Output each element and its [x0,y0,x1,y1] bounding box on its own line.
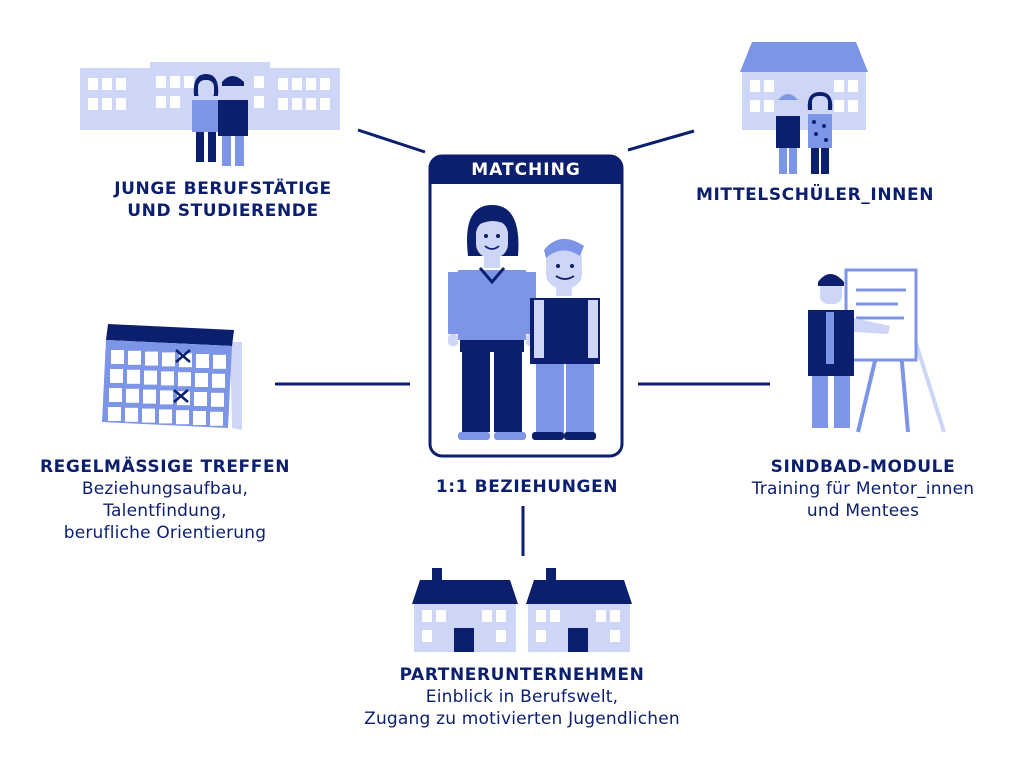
node-partners-line: Zugang zu motivierten Jugendlichen [364,709,680,730]
node-meetings-line: Talentfindung, [103,501,227,522]
center-caption-text: 1:1 BEZIEHUNGEN [435,477,619,497]
calendar-icon [102,324,242,430]
person-icon [448,205,536,440]
node-meetings-line: Beziehungsaufbau, [81,479,249,500]
node-modules: SINDBAD-MODULE Training für Mentor_innen… [728,456,998,522]
node-modules-title: SINDBAD-MODULE [770,457,956,477]
connector-lines [275,128,770,556]
node-young-professionals: JUNGE BERUFSTÄTIGE UND STUDIERENDE [88,178,358,222]
connector-top-right [627,129,695,152]
flipchart-icon [808,268,946,433]
node-meetings-title: REGELMÄSSIGE TREFFEN [39,457,291,477]
node-pupils-title: MITTELSCHÜLER_INNEN [695,185,935,205]
company-house-icon [526,568,632,652]
person-icon [192,74,220,162]
person-icon [808,274,890,428]
node-partners: PARTNERUNTERNEHMEN Einblick in Berufswel… [332,664,712,730]
node-young-professionals-title-1: JUNGE BERUFSTÄTIGE [114,179,332,199]
node-partners-title: PARTNERUNTERNEHMEN [399,665,645,685]
node-young-professionals-title-2: UND STUDIERENDE [127,201,319,222]
node-partners-line: Einblick in Berufswelt, [425,687,619,708]
node-meetings: REGELMÄSSIGE TREFFEN Beziehungsaufbau, T… [20,456,310,544]
connector-top-left [357,128,426,154]
school-building-icon [740,42,868,174]
node-meetings-line: berufliche Orientierung [63,523,267,544]
matching-card-header [430,156,622,184]
node-modules-line: Training für Mentor_innen [751,479,975,500]
company-house-icon [412,568,518,652]
node-pupils: MITTELSCHÜLER_INNEN [680,184,950,206]
center-caption: 1:1 BEZIEHUNGEN [422,476,632,498]
person-icon [807,92,833,174]
person-icon [218,76,248,166]
matching-header: MATCHING [471,160,581,180]
person-icon [776,94,800,174]
person-icon [530,238,600,440]
matching-card [428,154,624,458]
node-modules-line: und Mentees [806,501,920,522]
office-building-icon [80,62,340,166]
